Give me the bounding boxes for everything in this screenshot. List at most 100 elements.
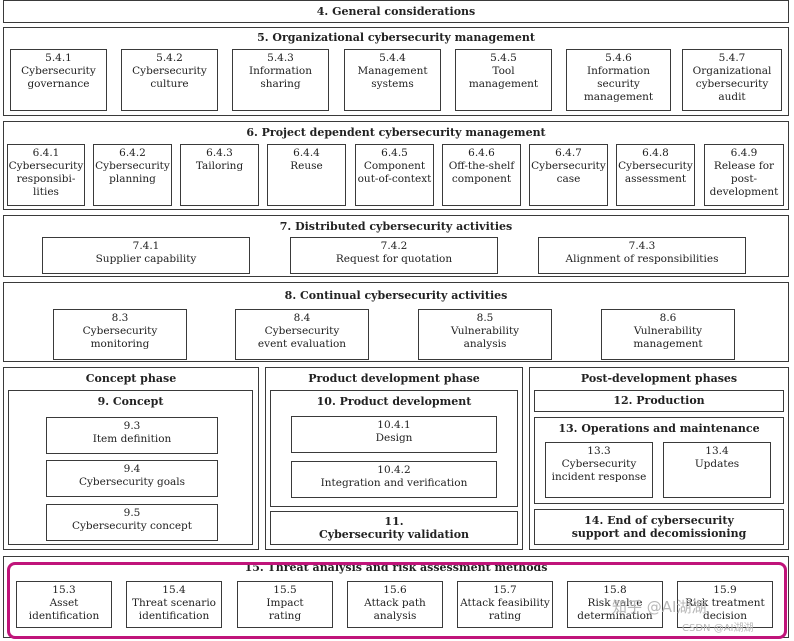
item-code: 15.9 xyxy=(713,584,737,596)
item-5-4-7: 5.4.7 Organizational cybersecurity audit xyxy=(682,49,782,111)
item-code: 15.4 xyxy=(162,584,186,596)
item-code: 5.4.3 xyxy=(267,52,294,64)
item-code: 10.4.1 xyxy=(377,419,411,431)
item-label: Cybersecurity responsibi- lities xyxy=(8,160,84,198)
production-section: 12. Production xyxy=(534,390,784,412)
item-label: Off-the-shelf component xyxy=(448,160,515,185)
item-8-5: 8.5 Vulnerability analysis xyxy=(418,309,552,360)
section-6-project-dependent-management: 6. Project dependent cybersecurity manag… xyxy=(3,121,789,210)
item-label: Cybersecurity planning xyxy=(95,160,170,185)
item-label: Management systems xyxy=(357,65,428,90)
operations-maintenance-section: 13. Operations and maintenance 13.3 Cybe… xyxy=(534,417,784,504)
item-code: 8.6 xyxy=(659,312,677,324)
item-label: Risk treatment decision xyxy=(685,597,765,622)
item-label: Integration and verification xyxy=(320,477,468,489)
item-label: Cybersecurity goals xyxy=(78,476,186,488)
item-code: 5.4.7 xyxy=(718,52,746,64)
item-label: Cybersecurity case xyxy=(531,160,606,185)
item-code: 6.4.2 xyxy=(119,147,146,159)
section-7-distributed-activities: 7. Distributed cybersecurity activities … xyxy=(3,215,789,277)
item-label: Asset identification xyxy=(28,597,100,622)
item-15-6: 15.6 Attack path analysis xyxy=(347,581,443,628)
highlight-frame xyxy=(7,562,787,639)
item-code: 15.7 xyxy=(493,584,517,596)
item-code: 9.4 xyxy=(123,463,141,475)
item-code: 6.4.1 xyxy=(32,147,60,159)
production-title: 12. Production xyxy=(613,394,705,407)
section-4-title: 4. General considerations xyxy=(316,5,476,18)
item-7-4-3: 7.4.3 Alignment of responsibilities xyxy=(538,237,746,274)
item-7-4-2: 7.4.2 Request for quotation xyxy=(290,237,498,274)
concept-phase: Concept phase 9. Concept 9.3 Item defini… xyxy=(3,367,259,550)
item-label: Component out-of-context xyxy=(357,160,432,185)
end-of-support-section: 14. End of cybersecurity support and dec… xyxy=(534,509,784,545)
item-label: Cybersecurity incident response xyxy=(551,458,647,483)
item-7-4-1: 7.4.1 Supplier capability xyxy=(42,237,250,274)
concept-section-title: 9. Concept xyxy=(97,395,164,408)
item-6-4-2: 6.4.2 Cybersecurity planning xyxy=(93,144,172,206)
product-development-section: 10. Product development 10.4.1 Design 10… xyxy=(270,390,518,507)
item-label: Cybersecurity culture xyxy=(132,65,207,90)
item-13-3: 13.3 Cybersecurity incident response xyxy=(545,442,653,498)
item-code: 6.4.5 xyxy=(381,147,408,159)
item-6-4-9: 6.4.9 Release for post- development xyxy=(704,144,784,206)
item-label: Release for post- development xyxy=(709,160,779,198)
item-label: Impact rating xyxy=(266,597,304,622)
item-6-4-4: 6.4.4 Reuse xyxy=(267,144,346,206)
section-7-title: 7. Distributed cybersecurity activities xyxy=(279,220,513,233)
item-10-4-2: 10.4.2 Integration and verification xyxy=(291,461,497,498)
item-15-5: 15.5 Impact rating xyxy=(237,581,333,628)
item-code: 6.4.7 xyxy=(555,147,582,159)
end-of-support-title: 14. End of cybersecurity support and dec… xyxy=(571,514,747,540)
item-9-3: 9.3 Item definition xyxy=(46,417,218,454)
item-label: Cybersecurity governance xyxy=(21,65,96,90)
item-5-4-4: 5.4.4 Management systems xyxy=(344,49,441,111)
item-code: 7.4.3 xyxy=(628,240,656,252)
item-8-3: 8.3 Cybersecurity monitoring xyxy=(53,309,187,360)
item-5-4-2: 5.4.2 Cybersecurity culture xyxy=(121,49,218,111)
section-6-title: 6. Project dependent cybersecurity manag… xyxy=(246,126,546,139)
item-label: Tailoring xyxy=(195,160,244,172)
item-label: Vulnerability analysis xyxy=(450,325,520,350)
item-6-4-1: 6.4.1 Cybersecurity responsibi- lities xyxy=(7,144,85,206)
item-9-4: 9.4 Cybersecurity goals xyxy=(46,460,218,497)
item-label: Information sharing xyxy=(248,65,312,90)
item-label: Threat scenario identification xyxy=(131,597,217,622)
concept-section: 9. Concept 9.3 Item definition 9.4 Cyber… xyxy=(8,390,253,545)
section-8-continual-activities: 8. Continual cybersecurity activities 8.… xyxy=(3,282,789,362)
item-13-4: 13.4 Updates xyxy=(663,442,771,498)
watermark-main: 知乎 @AI湖湖 xyxy=(612,598,707,616)
item-code: 5.4.2 xyxy=(156,52,183,64)
item-15-7: 15.7 Attack feasibility rating xyxy=(457,581,553,628)
item-code: 15.3 xyxy=(52,584,76,596)
item-code: 9.3 xyxy=(123,420,141,432)
item-6-4-5: 6.4.5 Component out-of-context xyxy=(355,144,434,206)
item-code: 5.4.5 xyxy=(490,52,517,64)
item-code: 13.4 xyxy=(705,445,729,457)
item-label: Organizational cybersecurity audit xyxy=(692,65,772,103)
item-label: Information security management xyxy=(583,65,654,103)
item-label: Cybersecurity assessment xyxy=(618,160,693,185)
item-code: 13.3 xyxy=(587,445,611,457)
item-code: 8.4 xyxy=(293,312,311,324)
post-development-phases: Post-development phases 12. Production 1… xyxy=(529,367,789,550)
item-label: Supplier capability xyxy=(95,253,197,265)
item-label: Reuse xyxy=(290,160,323,172)
item-5-4-3: 5.4.3 Information sharing xyxy=(232,49,329,111)
item-15-8: 15.8 Risk value determination xyxy=(567,581,663,628)
item-code: 7.4.2 xyxy=(380,240,408,252)
concept-phase-title: Concept phase xyxy=(85,372,177,385)
item-15-3: 15.3 Asset identification xyxy=(16,581,112,628)
item-5-4-6: 5.4.6 Information security management xyxy=(566,49,671,111)
product-development-phase: Product development phase 10. Product de… xyxy=(265,367,523,550)
item-8-6: 8.6 Vulnerability management xyxy=(601,309,735,360)
item-label: Design xyxy=(375,432,413,444)
item-label: Updates xyxy=(694,458,740,470)
item-9-5: 9.5 Cybersecurity concept xyxy=(46,504,218,541)
section-8-title: 8. Continual cybersecurity activities xyxy=(284,289,508,302)
validation-section: 11. Cybersecurity validation xyxy=(270,511,518,545)
item-code: 6.4.3 xyxy=(206,147,233,159)
section-5-title: 5. Organizational cybersecurity manageme… xyxy=(257,31,535,44)
watermark-sub: CSDN @AI湖湖 xyxy=(682,623,754,634)
item-label: Cybersecurity concept xyxy=(71,520,193,532)
